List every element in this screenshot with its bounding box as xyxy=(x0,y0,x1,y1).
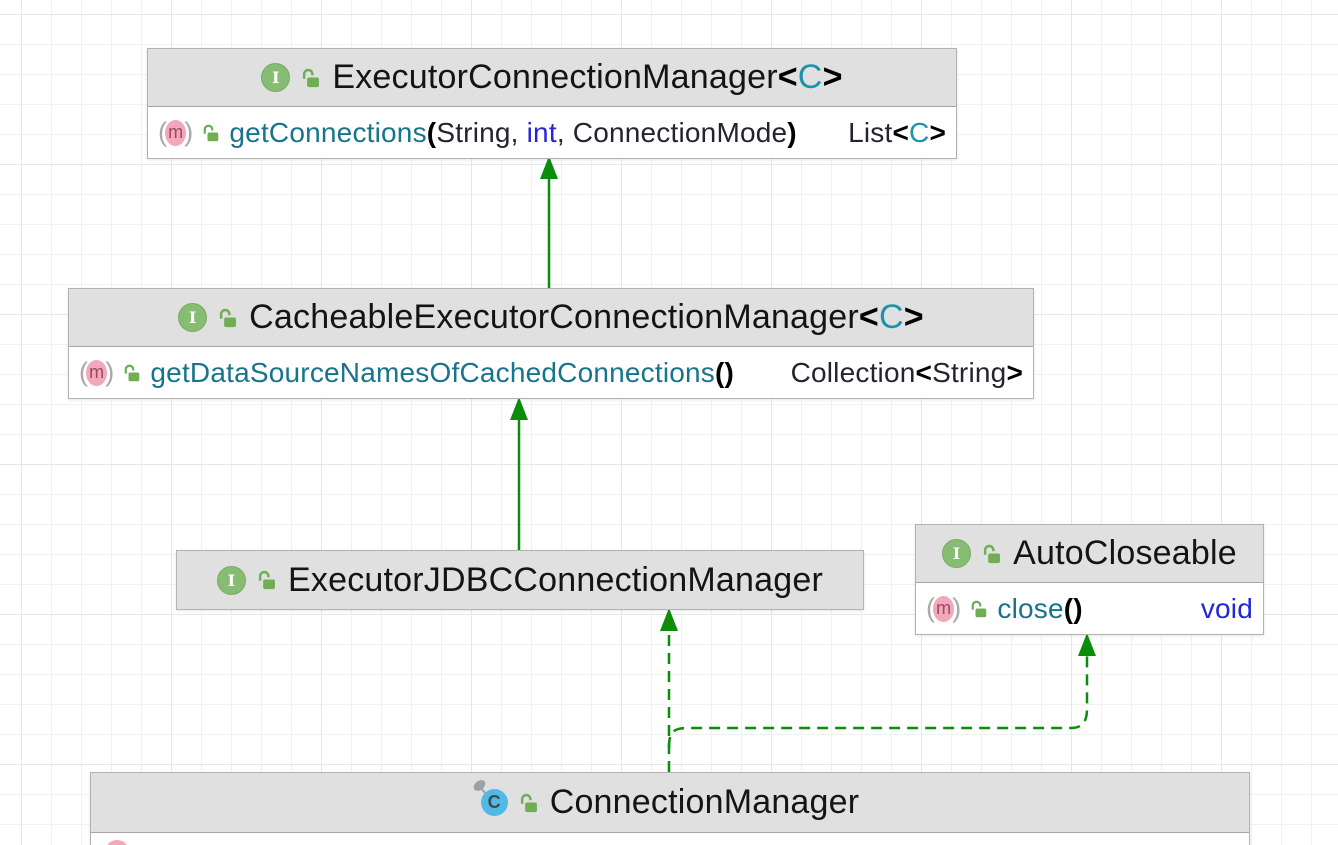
node-title: ExecutorJDBCConnectionManager xyxy=(288,560,823,599)
public-lock-icon xyxy=(204,124,219,141)
public-lock-icon xyxy=(220,308,237,327)
interface-icon-letter: I xyxy=(227,570,236,590)
method-row-getDataSourceNamesOfCachedConnections[interactable]: (m) getDataSourceNamesOfCachedConnection… xyxy=(69,347,1033,398)
method-signature: getDataSourceNamesOfCachedConnections() xyxy=(150,356,735,388)
node-title: ConnectionManager xyxy=(549,783,860,821)
node-title: AutoCloseable xyxy=(1013,534,1237,572)
member-row-partial[interactable] xyxy=(91,833,1249,845)
node-executor-jdbc-connection-manager[interactable]: I ExecutorJDBCConnectionManager xyxy=(176,550,864,610)
class-icon: C xyxy=(471,777,508,816)
interface-icon: I xyxy=(178,303,208,332)
public-lock-icon xyxy=(984,544,1001,563)
method-return-type: Collection<String> xyxy=(790,356,1023,388)
arrowhead-extends-2 xyxy=(510,397,528,420)
public-lock-icon xyxy=(125,364,140,381)
arrowhead-implements-2 xyxy=(1078,633,1096,656)
method-signature: close() xyxy=(997,592,1083,624)
interface-icon-letter: I xyxy=(952,544,961,563)
interface-icon: I xyxy=(942,539,972,568)
public-lock-icon xyxy=(972,600,987,617)
arrowhead-implements-1 xyxy=(660,608,678,631)
node-header[interactable]: I CacheableExecutorConnectionManager<C> xyxy=(69,289,1033,347)
node-title: ExecutorConnectionManager<C> xyxy=(332,58,843,96)
node-autocloseable[interactable]: I AutoCloseable (m) close() void xyxy=(915,524,1264,635)
method-icon: (m) xyxy=(926,593,962,623)
method-return-type: List<C> xyxy=(848,116,946,148)
node-header[interactable]: I ExecutorJDBCConnectionManager xyxy=(177,551,863,609)
arrowhead-extends-1 xyxy=(540,156,558,179)
public-lock-icon xyxy=(520,793,537,812)
node-title: CacheableExecutorConnectionManager<C> xyxy=(249,298,924,336)
class-icon-letter: C xyxy=(487,792,501,812)
method-row-getConnections[interactable]: (m) getConnections(String, int, Connecti… xyxy=(148,107,956,158)
node-connection-manager[interactable]: C ConnectionManager xyxy=(90,772,1250,845)
node-executor-connection-manager[interactable]: I ExecutorConnectionManager<C> (m) getCo… xyxy=(147,48,957,159)
class-icon-pin xyxy=(471,777,488,794)
public-lock-icon xyxy=(258,570,275,590)
public-lock-icon xyxy=(303,68,320,87)
method-return-type: void xyxy=(1200,592,1253,624)
node-cacheable-executor-connection-manager[interactable]: I CacheableExecutorConnectionManager<C> … xyxy=(68,288,1034,399)
method-row-close[interactable]: (m) close() void xyxy=(916,583,1263,634)
interface-icon-letter: I xyxy=(188,308,197,327)
interface-icon-letter: I xyxy=(272,68,280,87)
interface-icon: I xyxy=(217,565,247,595)
node-header[interactable]: I ExecutorConnectionManager<C> xyxy=(148,49,956,107)
method-icon-partial xyxy=(105,840,129,845)
interface-icon: I xyxy=(261,63,291,92)
edge-implements-connmgr-to-autocloseable[interactable] xyxy=(667,652,1089,749)
node-header[interactable]: I AutoCloseable xyxy=(916,525,1263,583)
method-signature: getConnections(String, int, ConnectionMo… xyxy=(229,116,797,148)
method-icon: (m) xyxy=(79,357,115,387)
node-header[interactable]: C ConnectionManager xyxy=(91,773,1249,833)
method-icon: (m) xyxy=(158,117,194,147)
